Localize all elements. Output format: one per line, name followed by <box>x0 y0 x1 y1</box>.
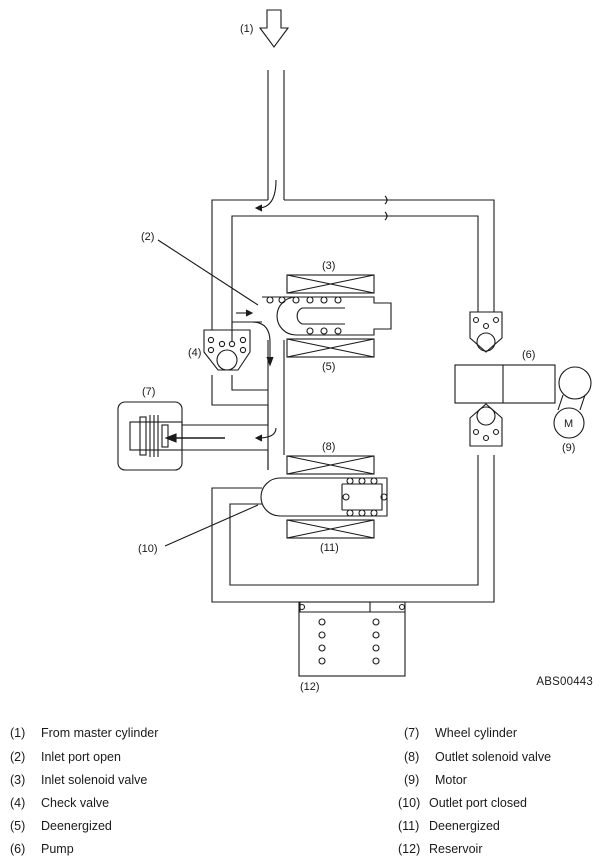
master-cylinder-input-arrow <box>258 9 290 48</box>
callout-4: (4) <box>188 347 201 359</box>
motor <box>553 394 586 439</box>
callout-8: (8) <box>322 441 335 453</box>
callout-10: (10) <box>138 543 158 555</box>
abs-hydraulic-diagram: (1) <box>117 9 592 693</box>
flow-arrows <box>164 179 277 443</box>
callout-3: (3) <box>322 260 335 272</box>
leader-10 <box>164 504 259 547</box>
check-valve <box>203 321 262 371</box>
callout-11: (11) <box>320 542 339 554</box>
callout-1: (1) <box>240 23 253 35</box>
callout-12: (12) <box>300 681 320 693</box>
inlet-solenoid-valve <box>262 274 392 358</box>
callout-9: (9) <box>562 442 575 454</box>
pump <box>454 311 592 447</box>
callout-6: (6) <box>522 349 535 361</box>
callout-2: (2) <box>141 231 154 243</box>
motor-symbol: M <box>564 418 573 430</box>
callout-7: (7) <box>142 386 155 398</box>
figure-id: ABS00443 <box>536 676 593 688</box>
reservoir <box>298 601 406 677</box>
outlet-solenoid-valve <box>260 455 388 539</box>
leader-2 <box>157 239 259 306</box>
legend: (1)From master cylinder (2)Inlet port op… <box>10 726 552 856</box>
callout-5: (5) <box>322 361 335 373</box>
wheel-cylinder <box>117 401 183 471</box>
hydraulic-lines <box>182 70 495 612</box>
inlet-valve-spring <box>266 296 342 335</box>
